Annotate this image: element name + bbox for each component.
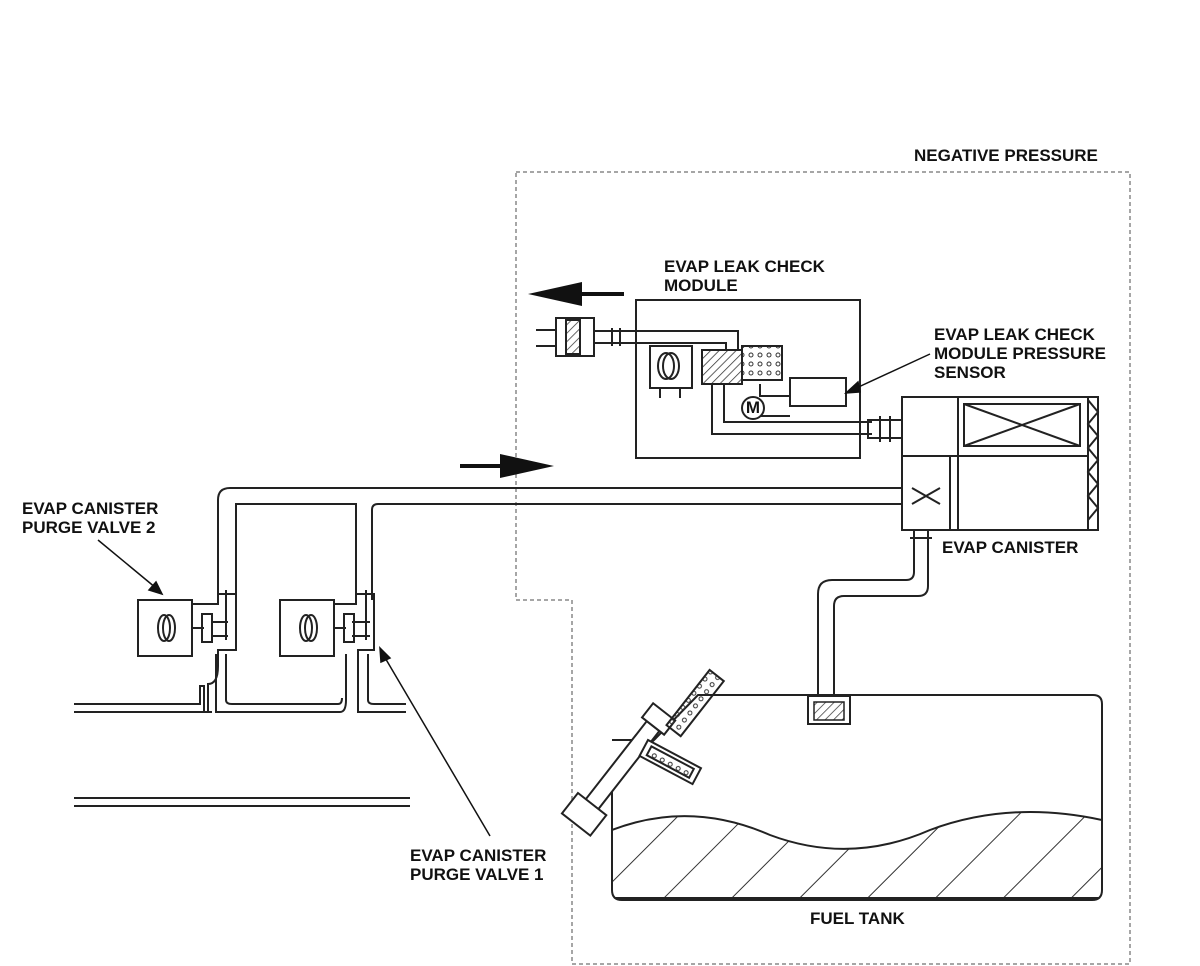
vapor-line [817,530,932,684]
fuel-tank-label: FUEL TANK [810,909,905,928]
evap-canister [888,396,1100,531]
pump-motor: M [741,396,765,420]
module-canister-connector [867,416,903,442]
evap-canister-purge-valve-2 [137,590,237,712]
negative-pressure-region [515,171,1131,965]
fuel-tank [611,684,1103,901]
purge-line [217,487,902,600]
evap-canister-purge-valve-1 [279,590,375,712]
fuel-liquid [612,811,1102,899]
purge-valve-1-label: EVAP CANISTER PURGE VALVE 1 [410,846,551,884]
flow-arrow-right [460,454,554,478]
evap-leak-check-module [635,299,872,459]
intake-manifold [74,654,410,807]
purge-valve-2-label: EVAP CANISTER PURGE VALVE 2 [22,499,163,537]
leader-lines [97,353,931,837]
svg-text:M: M [746,398,760,417]
leak-check-module-label: EVAP LEAK CHECK MODULE [664,257,830,295]
canister-label: EVAP CANISTER [942,538,1078,557]
vent-filter [536,317,636,357]
filler-neck [560,668,726,838]
negative-pressure-label: NEGATIVE PRESSURE [914,146,1098,165]
flow-arrow-left [528,282,624,306]
pressure-sensor-label: EVAP LEAK CHECK MODULE PRESSURE SENSOR [934,325,1111,382]
